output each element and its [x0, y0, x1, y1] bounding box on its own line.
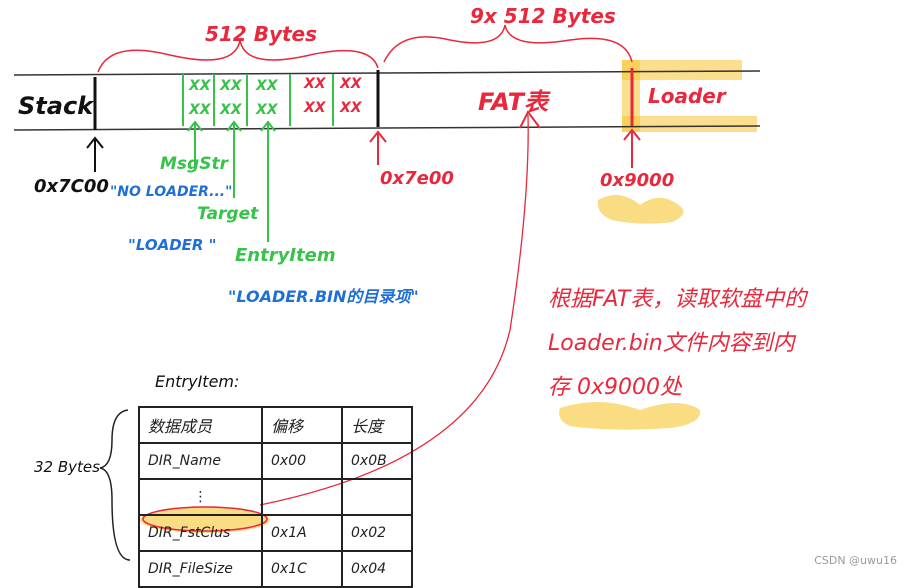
arrow-msgstr — [187, 120, 203, 168]
loader-highlight — [622, 60, 742, 80]
note-line-3: 存 0x9000处 — [548, 375, 682, 400]
value-msgstr: "NO LOADER..." — [110, 184, 233, 200]
label-target: Target — [197, 204, 259, 224]
label-msgstr: MsgStr — [160, 154, 228, 174]
note-line-1: 根据FAT表，读取软盘中的 — [548, 287, 807, 312]
cell-g1: XX — [189, 78, 211, 94]
cell-dir-fstclus-length: 0x02 — [341, 514, 413, 552]
cell-g4: XX — [220, 102, 242, 118]
label-stack: Stack — [18, 92, 94, 120]
cell-dir-fstclus: DIR_FstClus — [138, 514, 263, 552]
cell-dir-filesize: DIR_FileSize — [138, 550, 263, 588]
cell-dir-filesize-offset: 0x1C — [261, 550, 343, 588]
label-fat: FAT表 — [478, 88, 548, 116]
cell-ellipsis-offset — [261, 478, 343, 516]
value-entryitem: "LOADER.BIN的目录项" — [228, 287, 419, 306]
arrow-fat — [519, 110, 541, 129]
arrow-7c00 — [86, 136, 104, 172]
cell-dir-name-length: 0x0B — [341, 442, 413, 480]
cell-r3: XX — [340, 76, 362, 92]
brace-9x512 — [383, 24, 633, 63]
addr-7e00: 0x7e00 — [380, 168, 454, 189]
cell-g2: XX — [189, 102, 211, 118]
label-entryitem: EntryItem — [235, 245, 336, 266]
addr-7c00: 0x7C00 — [34, 176, 109, 197]
label-512-bytes: 512 Bytes — [205, 22, 318, 46]
cell-ellipsis: ⋮ — [138, 478, 263, 516]
note-text: 根据FAT表，读取软盘中的 Loader.bin文件内容到内 存 0x9000处 — [548, 278, 868, 410]
cell-g5: XX — [256, 78, 278, 94]
brace-32bytes — [99, 409, 131, 561]
header-offset: 偏移 — [261, 406, 343, 444]
brace-512 — [97, 39, 379, 73]
cell-r4: XX — [340, 100, 362, 116]
cell-dir-name-offset: 0x00 — [261, 442, 343, 480]
cell-r1: XX — [304, 76, 326, 92]
loader-highlight-bottom — [622, 116, 757, 132]
entry-table-title: EntryItem: — [155, 372, 240, 391]
value-target: "LOADER " — [128, 236, 217, 254]
arrow-7e00 — [369, 130, 387, 165]
note-highlight — [559, 401, 701, 430]
arrow-9000 — [623, 128, 641, 168]
table-row: DIR_FstClus 0x1A 0x02 — [138, 514, 413, 552]
cell-g3: XX — [220, 78, 242, 94]
cell-r2: XX — [304, 100, 326, 116]
entry-table-size: 32 Bytes — [34, 458, 100, 476]
strip-bottom-line — [13, 125, 761, 131]
header-length: 长度 — [341, 406, 413, 444]
table-row: DIR_FileSize 0x1C 0x04 — [138, 550, 413, 588]
label-9x512-bytes: 9x 512 Bytes — [470, 4, 616, 28]
cell-g6: XX — [256, 102, 278, 118]
cell-dir-fstclus-offset: 0x1A — [261, 514, 343, 552]
cell-ellipsis-length — [341, 478, 413, 516]
table-header-row: 数据成员 偏移 长度 — [138, 406, 413, 444]
arrow-target — [226, 120, 242, 198]
arrow-entryitem — [260, 120, 276, 242]
addr-9000: 0x9000 — [600, 170, 675, 191]
table-row: ⋮ — [138, 478, 413, 516]
strip-top-line — [13, 70, 761, 76]
label-loader: Loader — [648, 84, 726, 108]
table-row: DIR_Name 0x00 0x0B — [138, 442, 413, 480]
entry-item-table: 数据成员 偏移 长度 DIR_Name 0x00 0x0B ⋮ DIR_FstC… — [138, 406, 413, 588]
cell-dir-name: DIR_Name — [138, 442, 263, 480]
header-member: 数据成员 — [138, 406, 263, 444]
note-line-2: Loader.bin文件内容到内 — [548, 331, 795, 356]
watermark: CSDN @uwu16 — [814, 554, 897, 567]
cell-dir-filesize-length: 0x04 — [341, 550, 413, 588]
addr-9000-highlight — [597, 195, 684, 224]
